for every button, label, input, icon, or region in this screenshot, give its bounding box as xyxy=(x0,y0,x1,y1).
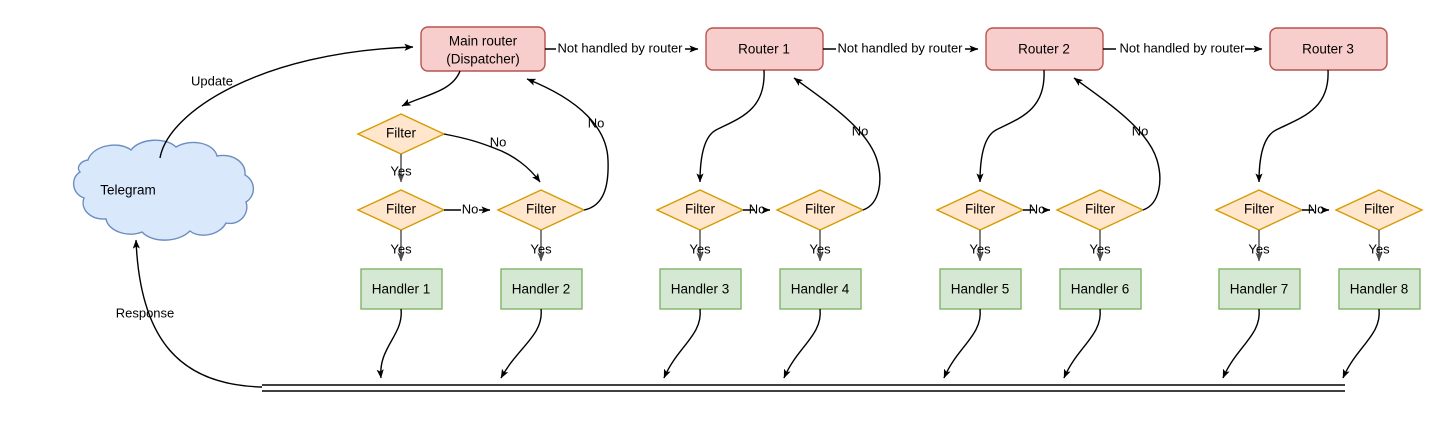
edge-label-not-handled-3: Not handled by router xyxy=(1119,40,1245,55)
filter-4-node[interactable]: Filter xyxy=(775,189,865,231)
filter-2-label: Filter xyxy=(526,202,557,217)
edge-filter-4-no-back xyxy=(793,77,881,211)
edge-label-no-4: No xyxy=(1308,201,1325,216)
edge-label-yes-2: Yes xyxy=(390,241,412,256)
filter-2-node[interactable]: Filter xyxy=(496,189,586,231)
handler-3-box xyxy=(659,268,742,310)
edge-label-no-back-main: No xyxy=(588,115,605,130)
edge-handler-4-to-collector xyxy=(783,308,821,379)
filter-7-label: Filter xyxy=(1244,202,1275,217)
edge-router-3-to-filter-7 xyxy=(1255,69,1329,183)
router-1-node[interactable]: Router 1 xyxy=(705,27,824,71)
edge-handler-1-to-collector xyxy=(376,308,402,379)
router-1-label: Router 1 xyxy=(738,42,790,57)
handler-3-node[interactable]: Handler 3 xyxy=(659,268,742,310)
edge-label-no-back-r2: No xyxy=(1132,123,1149,138)
handler-5-node[interactable]: Handler 5 xyxy=(939,268,1022,310)
edge-label-no-a: No xyxy=(490,134,507,149)
handler-1-label: Handler 1 xyxy=(372,282,431,297)
handler-7-box xyxy=(1218,268,1301,310)
handler-1-box xyxy=(360,268,443,310)
handler-4-label: Handler 4 xyxy=(791,282,850,297)
edge-label-yes-1: Yes xyxy=(390,163,412,178)
edge-label-no-back-r1: No xyxy=(852,123,869,138)
edge-handler-8-to-collector xyxy=(1342,308,1380,379)
router-3-label: Router 3 xyxy=(1302,42,1354,57)
edge-handler-6-to-collector xyxy=(1063,308,1101,379)
edge-response xyxy=(132,239,263,388)
edge-label-update: Update xyxy=(191,73,233,88)
filter-3-node[interactable]: Filter xyxy=(655,189,745,231)
edge-label-yes-7: Yes xyxy=(1089,241,1111,256)
handler-8-box xyxy=(1338,268,1421,310)
filter-8-label: Filter xyxy=(1364,202,1395,217)
handler-5-label: Handler 5 xyxy=(951,282,1010,297)
filter-5-label: Filter xyxy=(965,202,996,217)
edge-handler-2-to-collector xyxy=(500,308,542,379)
filter-4-label: Filter xyxy=(805,202,836,217)
handler-7-node[interactable]: Handler 7 xyxy=(1218,268,1301,310)
edge-label-yes-5: Yes xyxy=(809,241,831,256)
edge-update xyxy=(159,43,414,159)
filter-6-label: Filter xyxy=(1085,202,1116,217)
edge-label-no-1: No xyxy=(462,201,479,216)
edge-handler-3-to-collector xyxy=(663,308,701,379)
edge-label-no-2: No xyxy=(749,201,766,216)
edge-main-to-filter-a xyxy=(401,70,461,107)
handler-2-label: Handler 2 xyxy=(512,282,571,297)
edge-filter-a-no xyxy=(443,133,541,183)
filter-1-node[interactable]: Filter xyxy=(356,189,446,231)
main-router-label-line2: (Dispatcher) xyxy=(446,52,520,67)
edge-router-1-to-filter-3 xyxy=(696,69,765,183)
filter-3-label: Filter xyxy=(685,202,716,217)
filter-1-label: Filter xyxy=(386,202,417,217)
handler-2-node[interactable]: Handler 2 xyxy=(500,268,583,310)
edge-label-yes-4: Yes xyxy=(689,241,711,256)
filter-a-label: Filter xyxy=(386,126,417,141)
filter-a-node[interactable]: Filter xyxy=(356,113,446,155)
handler-1-node[interactable]: Handler 1 xyxy=(360,268,443,310)
handler-4-box xyxy=(779,268,862,310)
handler-3-label: Handler 3 xyxy=(671,282,730,297)
filter-8-node[interactable]: Filter xyxy=(1334,189,1424,231)
main-router-node[interactable]: Main router (Dispatcher) xyxy=(420,26,546,72)
edge-label-yes-6: Yes xyxy=(969,241,991,256)
handler-2-box xyxy=(500,268,583,310)
edge-label-response: Response xyxy=(116,305,175,320)
edge-label-yes-3: Yes xyxy=(530,241,552,256)
router-2-node[interactable]: Router 2 xyxy=(985,27,1104,71)
edge-handler-5-to-collector xyxy=(943,308,981,379)
handler-8-label: Handler 8 xyxy=(1350,282,1409,297)
telegram-cloud-node[interactable]: Telegram xyxy=(73,139,255,241)
filter-6-node[interactable]: Filter xyxy=(1055,189,1145,231)
edge-router-2-to-filter-5 xyxy=(976,69,1045,183)
router-3-node[interactable]: Router 3 xyxy=(1269,27,1388,71)
edge-label-not-handled-2: Not handled by router xyxy=(837,40,963,55)
filter-5-node[interactable]: Filter xyxy=(935,189,1025,231)
edge-label-no-3: No xyxy=(1029,201,1046,216)
edge-handler-7-to-collector xyxy=(1222,308,1260,379)
handler-6-label: Handler 6 xyxy=(1071,282,1130,297)
telegram-label: Telegram xyxy=(100,183,156,198)
edge-label-yes-9: Yes xyxy=(1368,241,1390,256)
handler-6-node[interactable]: Handler 6 xyxy=(1059,268,1142,310)
edge-filter-2-no-back xyxy=(526,78,609,211)
handler-8-node[interactable]: Handler 8 xyxy=(1338,268,1421,310)
filter-7-node[interactable]: Filter xyxy=(1214,189,1304,231)
edge-filter-6-no-back xyxy=(1073,77,1161,211)
handler-4-node[interactable]: Handler 4 xyxy=(779,268,862,310)
main-router-label-line1: Main router xyxy=(449,34,518,49)
handler-6-box xyxy=(1059,268,1142,310)
handler-7-label: Handler 7 xyxy=(1230,282,1289,297)
router-2-label: Router 2 xyxy=(1018,42,1070,57)
edge-label-yes-8: Yes xyxy=(1248,241,1270,256)
edge-label-not-handled-1: Not handled by router xyxy=(557,40,683,55)
cloud-shape xyxy=(73,139,255,241)
